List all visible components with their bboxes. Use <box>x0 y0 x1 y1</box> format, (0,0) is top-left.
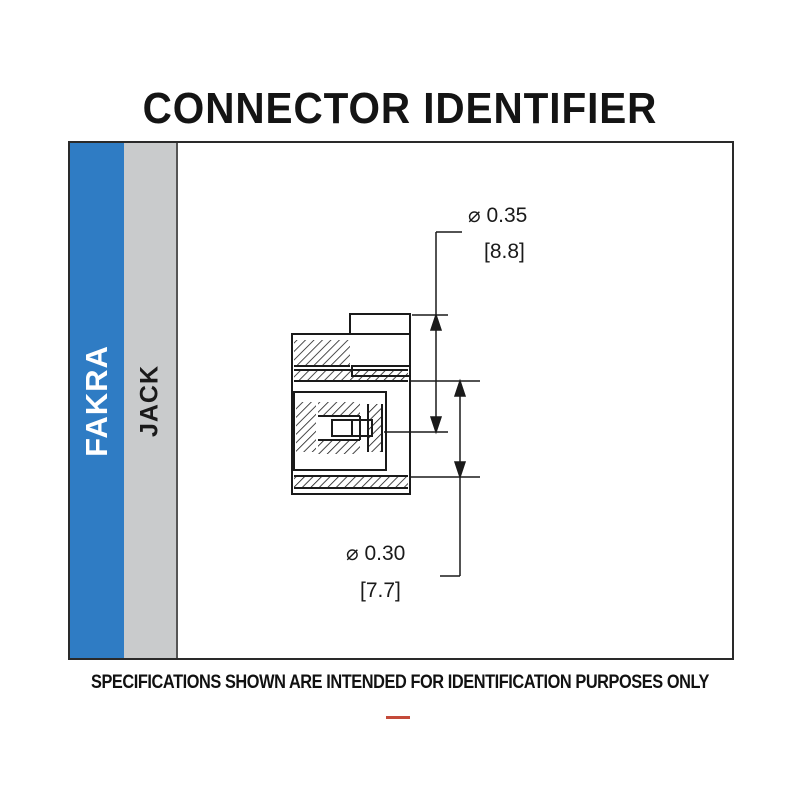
connector-type-band: FAKRA <box>70 143 124 658</box>
outer-diameter-mm-label: [8.8] <box>484 240 525 263</box>
outer-diameter-label: ⌀ 0.35 <box>468 204 527 227</box>
connector-side-view-icon <box>291 313 411 495</box>
connector-gender-band: JACK <box>124 143 178 658</box>
disclaimer-text: SPECIFICATIONS SHOWN ARE INTENDED FOR ID… <box>90 672 709 693</box>
identifier-frame: FAKRA JACK <box>68 141 734 660</box>
inner-diameter-mm-label: [7.7] <box>360 579 401 602</box>
inner-diameter-label: ⌀ 0.30 <box>346 542 405 565</box>
decorative-mark <box>386 716 410 719</box>
page-title: CONNECTOR IDENTIFIER <box>142 84 658 133</box>
dimension-lines <box>384 231 480 577</box>
